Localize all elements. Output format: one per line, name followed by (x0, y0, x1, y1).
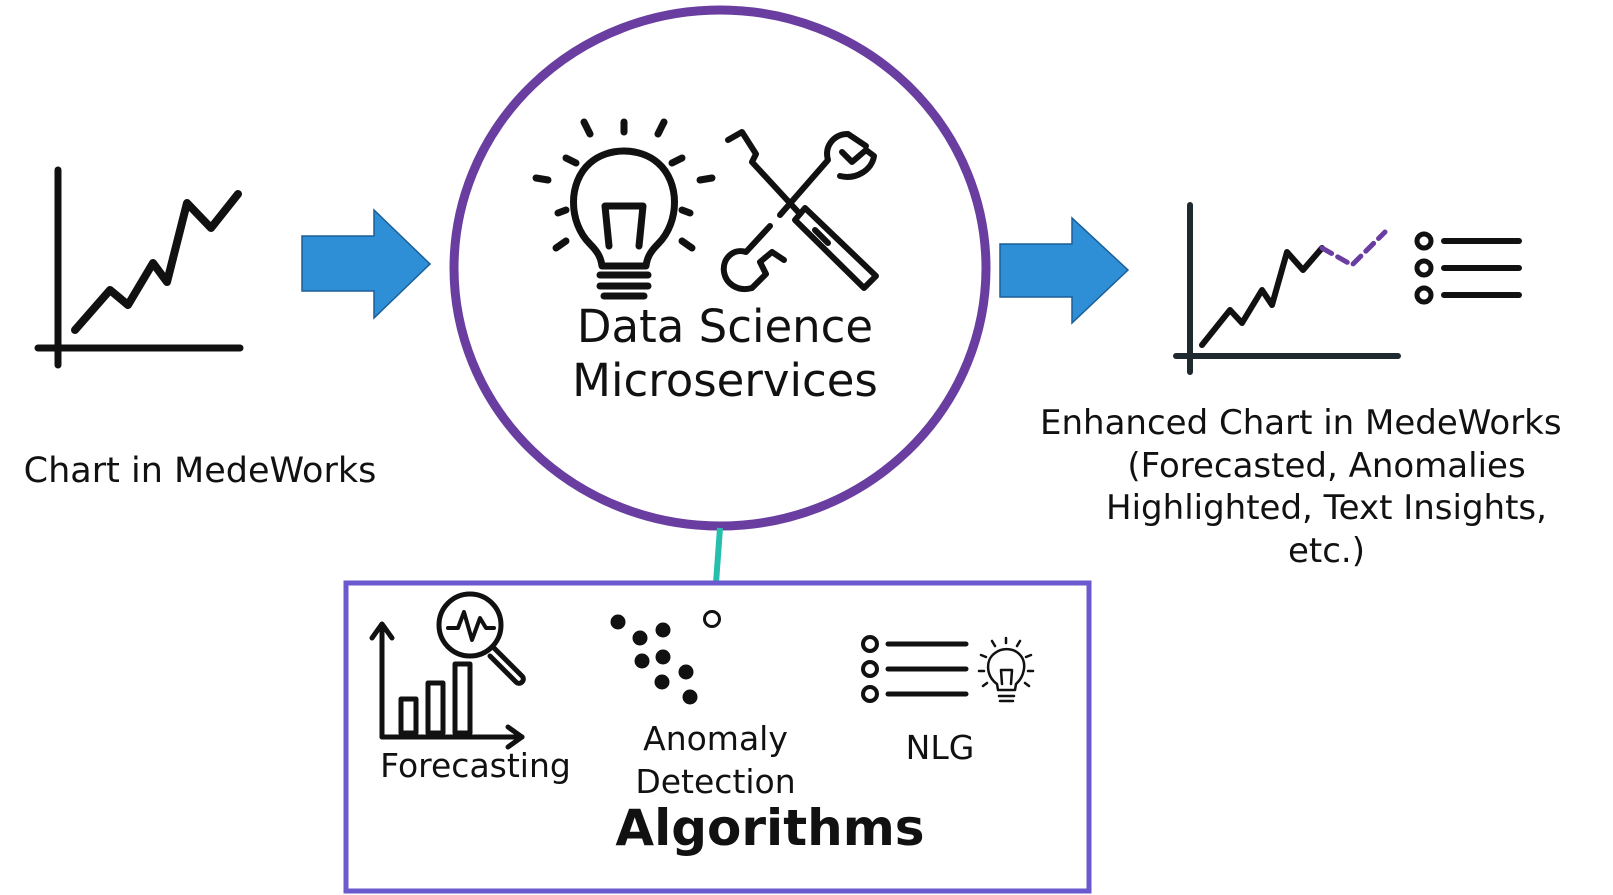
input-chart-label: Chart in MedeWorks (23, 451, 377, 491)
anomaly-detection-label-line-1: Anomaly (643, 719, 788, 758)
text-insights-list-icon (1414, 231, 1522, 305)
forecast-dashed-line (1319, 229, 1388, 268)
nlg-icon (861, 635, 1035, 703)
enhanced-chart-label: Enhanced Chart in MedeWorks (Forecasted,… (1040, 402, 1613, 572)
algorithms-box (343, 580, 1092, 894)
forecasting-label: Forecasting (380, 746, 571, 785)
enhanced-chart-label-line-2: (Forecasted, Anomalies (1127, 445, 1526, 486)
microservices-title: Data Science Microservices (505, 300, 945, 408)
microservices-title-line-2: Microservices (572, 354, 878, 407)
enhanced-chart-label-line-1: Enhanced Chart in MedeWorks (1040, 403, 1562, 443)
enhanced-chart-label-line-4: etc.) (1287, 530, 1365, 571)
microservices-title-line-1: Data Science (576, 300, 874, 353)
enhanced-chart-icon (1173, 202, 1401, 375)
microservices-circle (449, 5, 991, 531)
lightbulb-icon (532, 118, 716, 300)
anomaly-detection-label-line-2: Detection (635, 761, 796, 801)
anomaly-detection-icon (610, 610, 721, 705)
anomaly-detection-label: Anomaly Detection (608, 718, 823, 804)
tools-icon (720, 129, 879, 292)
flow-arrow-2 (999, 216, 1130, 325)
nlg-label: NLG (905, 728, 975, 767)
flow-arrow-1 (301, 208, 432, 320)
input-chart-icon (34, 166, 244, 369)
forecasting-icon (369, 591, 526, 750)
algorithms-title: Algorithms (615, 799, 925, 857)
enhanced-chart-label-line-3: Highlighted, Text Insights, (1106, 488, 1547, 528)
algorithms-connector (713, 527, 723, 584)
